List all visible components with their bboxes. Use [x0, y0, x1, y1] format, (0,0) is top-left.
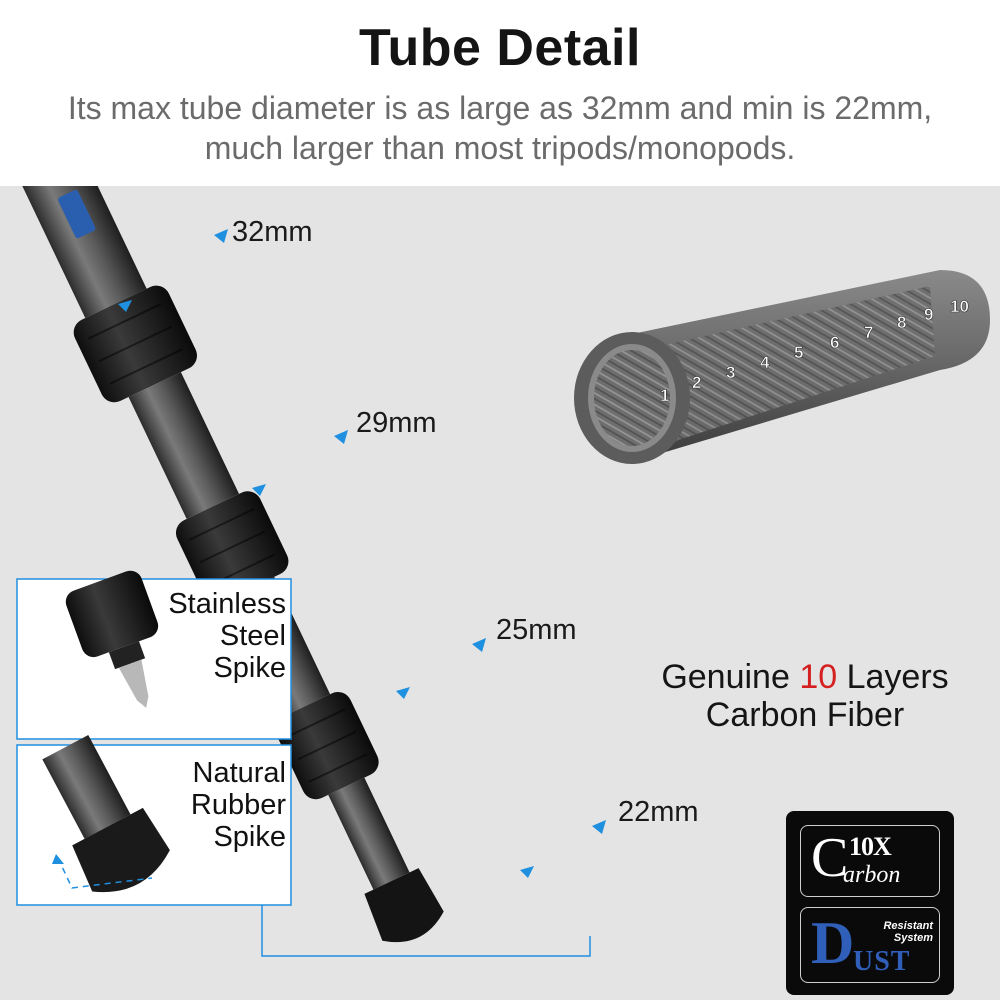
- layer-number: 7: [864, 323, 873, 342]
- layer-number: 6: [830, 333, 839, 352]
- tube-caption: Genuine 10 Layers Carbon Fiber: [661, 658, 949, 734]
- tripod-leg-illustration: 1 2 3 4 5 6 7 8 9 10: [16, 186, 990, 957]
- page-subtitle: Its max tube diameter is as large as 32m…: [67, 90, 933, 166]
- carbon-10x-logo: C 10X arbon: [800, 825, 940, 897]
- marker-32mm-right: [214, 229, 228, 243]
- marker-25mm-left: [396, 687, 410, 699]
- layer-number: 2: [692, 373, 701, 392]
- connector-line: [261, 904, 591, 957]
- inset-rubber-spike: [16, 734, 292, 906]
- layer-number: 8: [897, 313, 906, 332]
- dimension-label-25mm: 25mm: [496, 614, 577, 646]
- dimension-label-29mm: 29mm: [356, 407, 437, 439]
- dimension-label-22mm: 22mm: [618, 796, 699, 828]
- marker-29mm-left: [252, 484, 266, 496]
- page-title: Tube Detail: [359, 19, 641, 77]
- rubber-spike-label: Natural Rubber Spike: [190, 757, 286, 853]
- layer-number: 1: [660, 386, 669, 405]
- marker-29mm-right: [334, 430, 348, 444]
- layer-number: 10: [950, 297, 969, 316]
- layer-number: 9: [924, 305, 933, 324]
- inset-steel-spike: [16, 570, 292, 740]
- marker-22mm-right: [592, 820, 606, 834]
- product-stage: 1 2 3 4 5 6 7 8 9 10 32mm 29mm 25mm 22mm…: [0, 186, 1000, 1000]
- dimension-label-32mm: 32mm: [232, 216, 313, 248]
- marker-22mm-left: [520, 866, 534, 878]
- layer-numbers: 1 2 3 4 5 6 7 8 9 10: [660, 297, 970, 406]
- layer-number: 5: [794, 343, 803, 362]
- layer-number: 4: [760, 353, 770, 372]
- carbon-fiber-tube: [574, 270, 990, 464]
- dimension-markers: [118, 229, 606, 878]
- marker-25mm-right: [472, 638, 486, 652]
- layer-number: 3: [726, 363, 735, 382]
- header: Tube Detail Its max tube diameter is as …: [0, 0, 1000, 186]
- layer-count-highlight: 10: [799, 658, 838, 696]
- marker-32mm-left: [118, 300, 132, 312]
- steel-spike-label: Stainless Steel Spike: [168, 588, 286, 684]
